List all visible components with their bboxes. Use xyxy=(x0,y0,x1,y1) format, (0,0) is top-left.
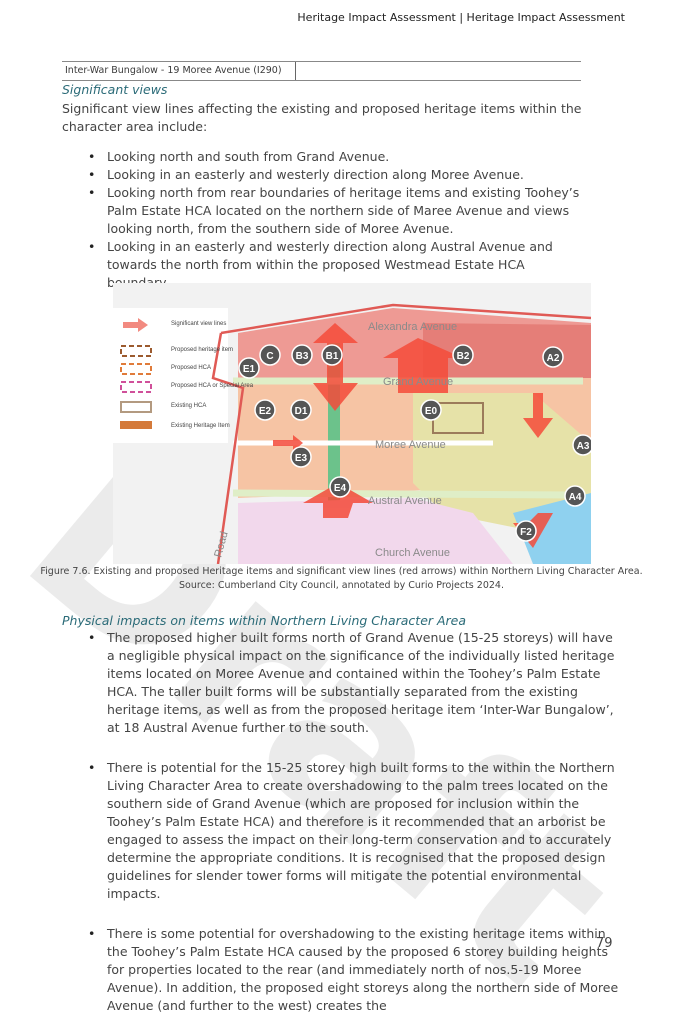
figure-caption: Figure 7.6. Existing and proposed Herita… xyxy=(40,566,643,577)
legend-label: Existing Heritage Item xyxy=(171,423,230,429)
map-marker: E0 xyxy=(420,399,442,421)
legend-item: Proposed HCA xyxy=(120,363,211,375)
marker-circle xyxy=(290,399,312,421)
figure-source: Source: Cumberland City Council, annotat… xyxy=(179,580,504,591)
marker-circle xyxy=(254,399,276,421)
map-marker: B3 xyxy=(291,344,313,366)
marker-circle xyxy=(238,357,260,379)
street-label: Church Avenue xyxy=(375,547,450,559)
street-label: Moree Avenue xyxy=(375,439,446,451)
hatched-icon xyxy=(120,421,152,429)
map-marker: C xyxy=(259,344,281,366)
marker-label: C xyxy=(266,351,273,362)
list-item: There is potential for the 15-25 storey … xyxy=(62,759,622,903)
arrow-icon xyxy=(123,318,148,332)
marker-circle xyxy=(515,520,537,542)
list-item: Looking north and south from Grand Avenu… xyxy=(62,148,582,166)
legend-label: Existing HCA xyxy=(171,403,206,409)
legend-label: Proposed HCA or Special Area xyxy=(171,383,254,389)
legend-item: Significant view lines xyxy=(123,318,226,332)
map-marker: A4 xyxy=(564,485,586,507)
views-list: Looking north and south from Grand Avenu… xyxy=(62,148,582,292)
marker-label: E3 xyxy=(295,453,308,464)
marker-label: D1 xyxy=(295,406,308,417)
impacts-list: The proposed higher built forms north of… xyxy=(62,629,622,1015)
marker-circle xyxy=(420,399,442,421)
marker-label: E2 xyxy=(259,406,272,417)
map-marker: A3 xyxy=(572,434,591,456)
marker-label: B3 xyxy=(296,351,309,362)
map-marker: E1 xyxy=(238,357,260,379)
street-label: Austral Avenue xyxy=(368,495,442,507)
street-label: Grand Avenue xyxy=(383,376,453,388)
arrow-icon xyxy=(273,435,303,451)
map-marker: E3 xyxy=(290,446,312,468)
marker-circle xyxy=(329,476,351,498)
list-item: Looking north from rear boundaries of he… xyxy=(62,184,582,238)
arrow-icon xyxy=(303,483,373,518)
page-header: Heritage Impact Assessment | Heritage Im… xyxy=(297,11,625,24)
marker-circle xyxy=(572,434,591,456)
map-marker: E2 xyxy=(254,399,276,421)
austral-road xyxy=(232,489,574,499)
page-number: 79 xyxy=(596,936,613,951)
dashed-orange-box-icon xyxy=(120,363,152,375)
legend-label: Proposed heritage item xyxy=(171,347,233,353)
marker-circle xyxy=(452,344,474,366)
dashed-brown-box-icon xyxy=(120,345,152,357)
map-marker: B2 xyxy=(452,344,474,366)
intro-paragraph: Significant view lines affecting the exi… xyxy=(62,101,582,134)
legend-item: Existing HCA xyxy=(120,401,206,413)
legend-item: Existing Heritage Item xyxy=(120,421,230,429)
map-marker: D1 xyxy=(290,399,312,421)
marker-circle xyxy=(291,344,313,366)
arrow-icon xyxy=(383,338,463,393)
map-marker: A2 xyxy=(542,346,564,368)
marker-circle xyxy=(290,446,312,468)
zone-south xyxy=(238,498,513,564)
arrow-icon xyxy=(313,323,358,411)
area-boundary-west xyxy=(211,332,245,564)
table-cell: Inter-War Bungalow - 19 Moree Avenue (I2… xyxy=(62,62,296,80)
dashed-pink-box-icon xyxy=(120,381,152,393)
marker-label: B1 xyxy=(326,351,339,362)
marker-label: A3 xyxy=(577,441,590,452)
list-item: There is some potential for overshadowin… xyxy=(62,925,622,1015)
marker-label: A2 xyxy=(547,353,560,364)
map-marker: F2 xyxy=(515,520,537,542)
section-heading: Physical impacts on items within Norther… xyxy=(62,613,467,628)
legend-label: Proposed HCA xyxy=(171,365,211,371)
marker-label: E4 xyxy=(334,483,347,494)
northern-living-map: Alexandra Avenue Grand Avenue Moree Aven… xyxy=(113,283,591,564)
map-marker: E4 xyxy=(329,476,351,498)
area-boundary xyxy=(220,303,591,335)
section-heading: Significant views xyxy=(62,82,168,97)
marker-label: E0 xyxy=(425,406,438,417)
legend-item: Proposed HCA or Special Area xyxy=(120,381,254,393)
legend-item: Proposed heritage item xyxy=(120,345,233,357)
marker-label: F2 xyxy=(520,527,532,538)
arrow-icon xyxy=(523,393,553,438)
marker-circle xyxy=(542,346,564,368)
marker-label: B2 xyxy=(457,351,470,362)
marker-label: E1 xyxy=(243,364,256,375)
street-label: Alexandra Avenue xyxy=(368,321,457,333)
heritage-table: Inter-War Bungalow - 19 Moree Avenue (I2… xyxy=(62,61,581,81)
map-marker: B1 xyxy=(321,344,343,366)
legend-label: Significant view lines xyxy=(171,321,226,327)
marker-label: A4 xyxy=(569,492,582,503)
list-item: The proposed higher built forms north of… xyxy=(62,629,622,737)
legend-panel xyxy=(113,308,228,443)
solid-brown-box-icon xyxy=(120,401,152,413)
marker-circle xyxy=(564,485,586,507)
list-item: Looking in an easterly and westerly dire… xyxy=(62,166,582,184)
view-arrows xyxy=(273,323,553,548)
marker-circle xyxy=(321,344,343,366)
marker-circle xyxy=(259,344,281,366)
